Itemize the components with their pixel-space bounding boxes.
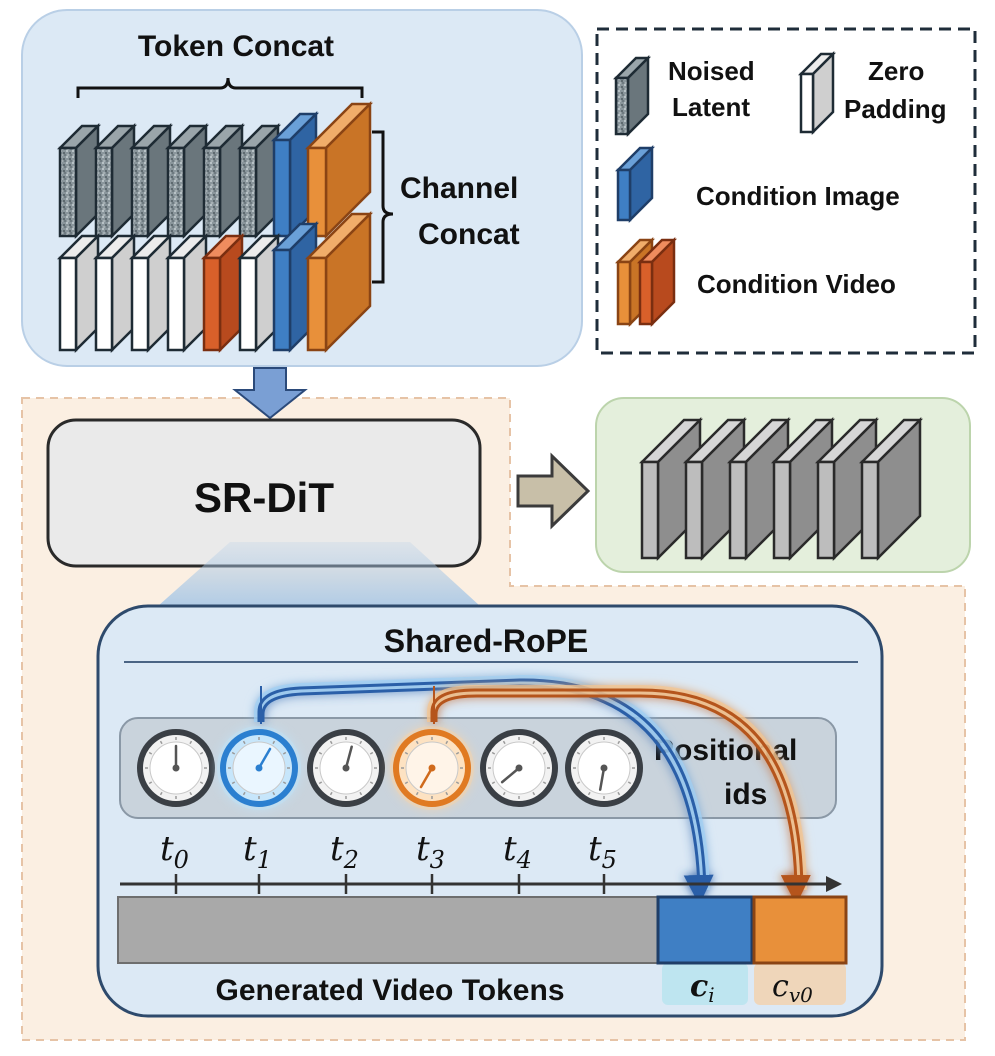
noised-latent-slice	[164, 122, 210, 240]
zero-padding-slice	[92, 232, 138, 354]
timestep-label: t5	[588, 829, 617, 874]
noised-latent-slice	[200, 122, 246, 240]
cond-video-token-label: cv0	[772, 969, 813, 1007]
slice-stack	[56, 100, 374, 354]
condition-video-token	[752, 895, 848, 965]
legend-zero-padding: Zero	[868, 56, 924, 86]
time-axis-arrowhead	[826, 876, 842, 892]
noised-latent-slice	[56, 122, 102, 240]
timestep-label: t2	[330, 829, 359, 874]
clock-row	[137, 726, 643, 810]
condition-image-token	[656, 895, 754, 965]
zero-padding-slice	[56, 232, 102, 354]
channel-concat-label: Channel	[400, 172, 518, 205]
positional-id-clock	[565, 729, 643, 807]
zoom-beam	[158, 542, 480, 606]
legend-noised-latent-2: Latent	[672, 92, 750, 122]
positional-id-clock	[390, 726, 474, 810]
cond-image-token-label: ci	[690, 969, 715, 1007]
shared-rope-title: Shared-RoPE	[384, 623, 588, 659]
token-concat-label: Token Concat	[138, 30, 334, 63]
orange-connector	[427, 685, 811, 905]
legend-condition-video: Condition Video	[697, 269, 896, 299]
zero-padding-slice	[128, 232, 174, 354]
positional-ids-label-2: ids	[724, 778, 767, 811]
positional-id-clock	[480, 729, 558, 807]
timestep-label: t4	[503, 829, 532, 874]
positional-id-clock	[307, 729, 385, 807]
down-arrow	[232, 367, 308, 420]
legend-icons	[612, 50, 837, 328]
legend-zero-padding-2: Padding	[844, 94, 947, 124]
noised-latent-slice	[92, 122, 138, 240]
zero-padding-icon	[797, 50, 837, 136]
channel-concat-label-2: Concat	[418, 218, 520, 251]
condition-video-icon	[636, 236, 678, 328]
condition-image-icon	[614, 144, 656, 224]
noised-latent-icon	[612, 54, 652, 138]
cond-image-glow	[662, 963, 748, 1005]
sr-dit-label: SR-DiT	[194, 474, 334, 521]
condition-video-slice	[304, 100, 374, 240]
condition-video-slice	[304, 210, 374, 354]
noised-latent-slice	[236, 122, 282, 240]
condition-video-frame-slice	[200, 232, 246, 354]
noised-latent-slice	[128, 122, 174, 240]
generated-video-tokens-label: Generated Video Tokens	[216, 974, 565, 1007]
timestep-labels: t0 t1 t2 t3 t4 t5	[160, 829, 617, 874]
timestep-label: t3	[416, 829, 445, 874]
output-frame-slice	[814, 416, 880, 562]
timestep-ticks	[174, 874, 606, 894]
legend-noised-latent: Noised	[668, 56, 755, 86]
zero-padding-slice	[236, 232, 282, 354]
output-stack	[638, 416, 924, 562]
right-arrow	[516, 452, 591, 530]
legend-condition-image: Condition Image	[696, 181, 900, 211]
timestep-label: t0	[160, 829, 189, 874]
zero-padding-slice	[164, 232, 210, 354]
output-frame-slice	[858, 416, 924, 562]
generated-video-tokens-bar	[117, 896, 659, 964]
token-concat-brace	[76, 77, 364, 98]
cond-video-glow	[754, 963, 846, 1005]
channel-concat-brace	[372, 130, 394, 284]
timestep-label: t1	[243, 829, 272, 874]
positional-id-clock	[217, 726, 301, 810]
positional-id-clock	[137, 729, 215, 807]
